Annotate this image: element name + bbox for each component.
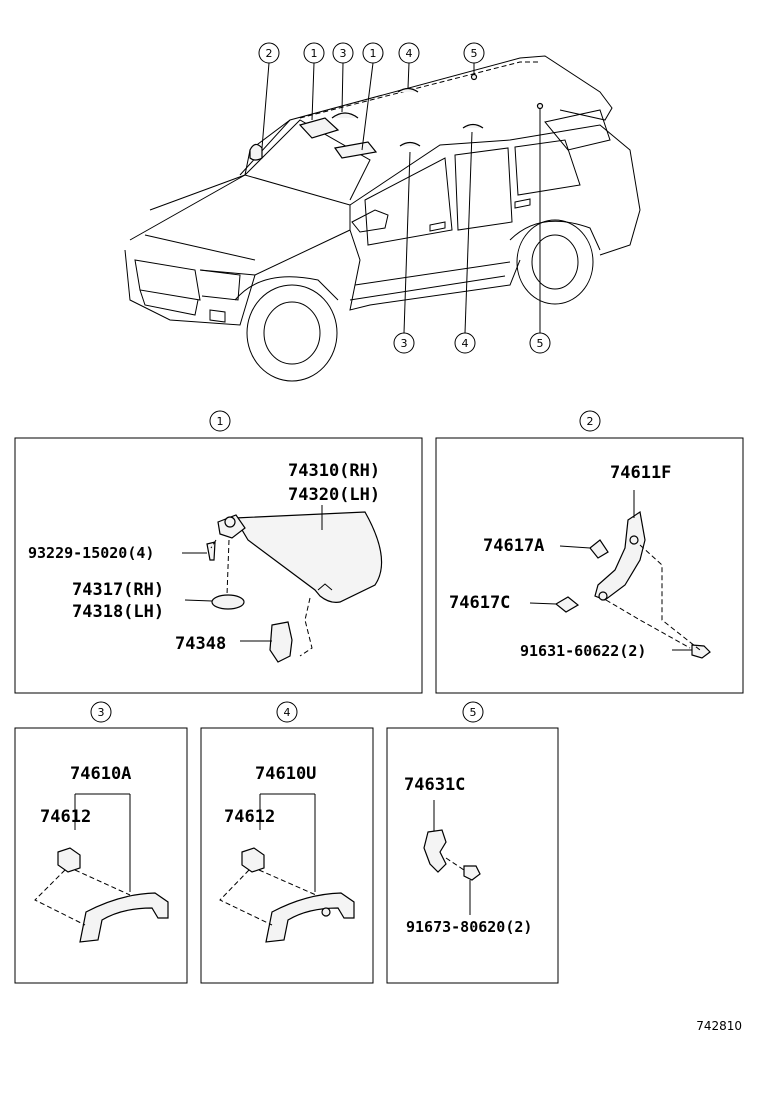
svg-text:5: 5 xyxy=(471,47,478,60)
part-74610A: 74610A xyxy=(70,764,131,784)
panel-2-number: 2 xyxy=(587,415,594,428)
svg-text:4: 4 xyxy=(462,337,469,350)
part-74317: 74317(RH) xyxy=(72,580,164,600)
svg-text:1: 1 xyxy=(311,47,318,60)
panel-3-frame xyxy=(14,727,188,984)
callout-3-top: 3 xyxy=(332,42,354,64)
part-74611F: 74611F xyxy=(610,463,671,483)
sun-visor-shape xyxy=(233,511,383,603)
svg-text:1: 1 xyxy=(370,47,377,60)
panel-5-frame xyxy=(386,727,559,984)
part-74320: 74320(LH) xyxy=(288,485,380,505)
callout-4-top: 4 xyxy=(398,42,420,64)
callout-2-top: 2 xyxy=(258,42,280,64)
panel-3-number: 3 xyxy=(98,706,105,719)
panel-2-frame xyxy=(435,437,744,694)
part-91631-60622: 91631-60622(2) xyxy=(520,642,646,660)
part-74617A: 74617A xyxy=(483,536,544,556)
part-74631C: 74631C xyxy=(404,775,465,795)
callout-1-top-right: 1 xyxy=(362,42,384,64)
svg-text:5: 5 xyxy=(537,337,544,350)
svg-text:3: 3 xyxy=(401,337,408,350)
part-74348: 74348 xyxy=(175,634,226,654)
callout-3-bottom: 3 xyxy=(393,332,415,354)
svg-text:4: 4 xyxy=(406,47,413,60)
panel-1-sun-visor: 1 74310(RH) 74320(LH) 93229-15020(4) 743… xyxy=(14,410,423,694)
part-74612: 74612 xyxy=(40,807,91,827)
svg-text:3: 3 xyxy=(340,47,347,60)
panel-5-number: 5 xyxy=(470,706,477,719)
callout-5-bottom: 5 xyxy=(529,332,551,354)
part-74612-b: 74612 xyxy=(224,807,275,827)
panel-1-frame xyxy=(14,437,423,694)
svg-text:2: 2 xyxy=(266,47,273,60)
callout-4-bottom: 4 xyxy=(454,332,476,354)
part-74318: 74318(LH) xyxy=(72,602,164,622)
vehicle-callouts: 2 1 3 1 4 5 3 4 xyxy=(258,42,551,354)
panel-5-hook: 5 74631C 91673-80620(2) xyxy=(386,701,559,984)
callout-1-top-left: 1 xyxy=(303,42,325,64)
callout-5-top: 5 xyxy=(463,42,485,64)
panel-2-assist-grip: 2 74611F 74617A 74617C 91631-60622(2) xyxy=(435,410,744,694)
panel-4-grip: 4 74610U 74612 xyxy=(200,701,374,984)
vehicle-illustration xyxy=(124,55,641,382)
part-74610U: 74610U xyxy=(255,764,316,784)
assist-grip-shape xyxy=(594,510,646,601)
part-91673-80620: 91673-80620(2) xyxy=(406,918,532,936)
panel-1-number: 1 xyxy=(217,415,224,428)
part-93229-15020: 93229-15020(4) xyxy=(28,544,154,562)
figure-reference: 742810 xyxy=(696,1019,742,1033)
panel-4-number: 4 xyxy=(284,706,291,719)
part-74617C: 74617C xyxy=(449,593,510,613)
panel-4-frame xyxy=(200,727,374,984)
panel-3-grip: 3 74610A 74612 xyxy=(14,701,188,984)
part-74310: 74310(RH) xyxy=(288,461,380,481)
